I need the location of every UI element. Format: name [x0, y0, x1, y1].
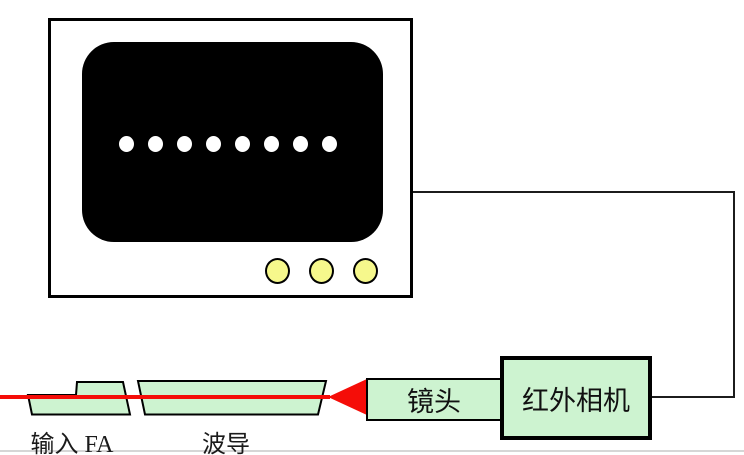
- ir-camera-box: 红外相机: [500, 356, 652, 440]
- laser-beam-line: [0, 395, 330, 399]
- lens-box: 镜头: [366, 378, 502, 421]
- screen-dot: [235, 136, 250, 152]
- wire-monitor-to-corner: [411, 191, 734, 193]
- monitor: [48, 18, 413, 298]
- screen-dot: [119, 136, 134, 152]
- monitor-screen: [82, 42, 383, 242]
- ir-camera-label: 红外相机: [522, 385, 630, 416]
- screen-dots: [82, 42, 383, 242]
- wire-vertical-right: [733, 191, 735, 398]
- monitor-button: [309, 258, 334, 284]
- bottom-rule: [0, 450, 744, 452]
- monitor-button: [353, 258, 378, 284]
- screen-dot: [293, 136, 308, 152]
- screen-dot: [322, 136, 337, 152]
- monitor-buttons: [265, 258, 378, 284]
- monitor-button: [265, 258, 290, 284]
- screen-dot: [148, 136, 163, 152]
- screen-dot: [264, 136, 279, 152]
- beam-cone: [328, 378, 368, 416]
- lens-label: 镜头: [407, 387, 461, 417]
- label-input-fa: 输入 FA: [30, 432, 114, 455]
- wire-corner-to-camera: [650, 396, 734, 398]
- label-waveguide: 波导: [202, 432, 250, 455]
- screen-dot: [177, 136, 192, 152]
- screen-dot: [206, 136, 221, 152]
